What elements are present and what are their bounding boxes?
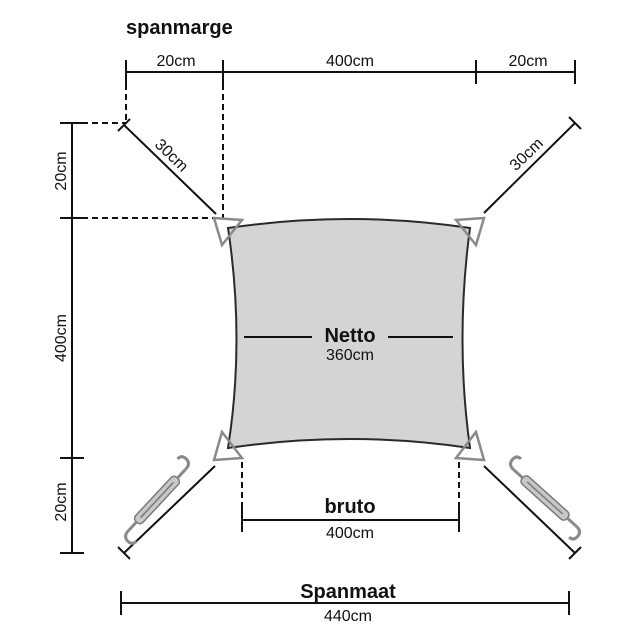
- left-top-margin-label: 20cm: [53, 151, 70, 190]
- top-right-margin-label: 20cm: [508, 53, 547, 70]
- left-dimension: [60, 122, 84, 554]
- diag-right-label: 30cm: [507, 135, 547, 174]
- diag-bottom-left: [117, 465, 216, 560]
- top-left-guides: [72, 84, 224, 219]
- diag-left-dimension: [117, 118, 217, 215]
- turnbuckle-right-icon: [509, 455, 581, 541]
- shade-sail: [226, 218, 472, 450]
- bruto-dimension: [241, 462, 460, 532]
- spanmaat-dimension: [120, 591, 570, 615]
- corner-rings: [212, 216, 486, 462]
- spanmaat-value: 440cm: [324, 608, 372, 625]
- bruto-title: bruto: [324, 496, 375, 518]
- diag-bottom-right: [483, 465, 582, 560]
- netto-title: Netto: [324, 325, 375, 347]
- spanmaat-title: Spanmaat: [300, 581, 396, 603]
- ring-top-right: [453, 216, 486, 248]
- left-bottom-margin-label: 20cm: [53, 482, 70, 521]
- ring-top-left: [212, 216, 245, 248]
- netto-value: 360cm: [326, 347, 374, 364]
- bruto-value: 400cm: [326, 525, 374, 542]
- ring-bottom-left: [212, 429, 245, 462]
- turnbuckle-left-icon: [124, 455, 190, 545]
- left-height-label: 400cm: [53, 314, 70, 362]
- spanmarge-title: spanmarge: [126, 17, 233, 39]
- top-left-margin-label: 20cm: [156, 53, 195, 70]
- top-width-label: 400cm: [326, 53, 374, 70]
- diag-right-dimension: [483, 116, 582, 214]
- top-dimension: [125, 60, 576, 84]
- ring-bottom-right: [453, 429, 486, 462]
